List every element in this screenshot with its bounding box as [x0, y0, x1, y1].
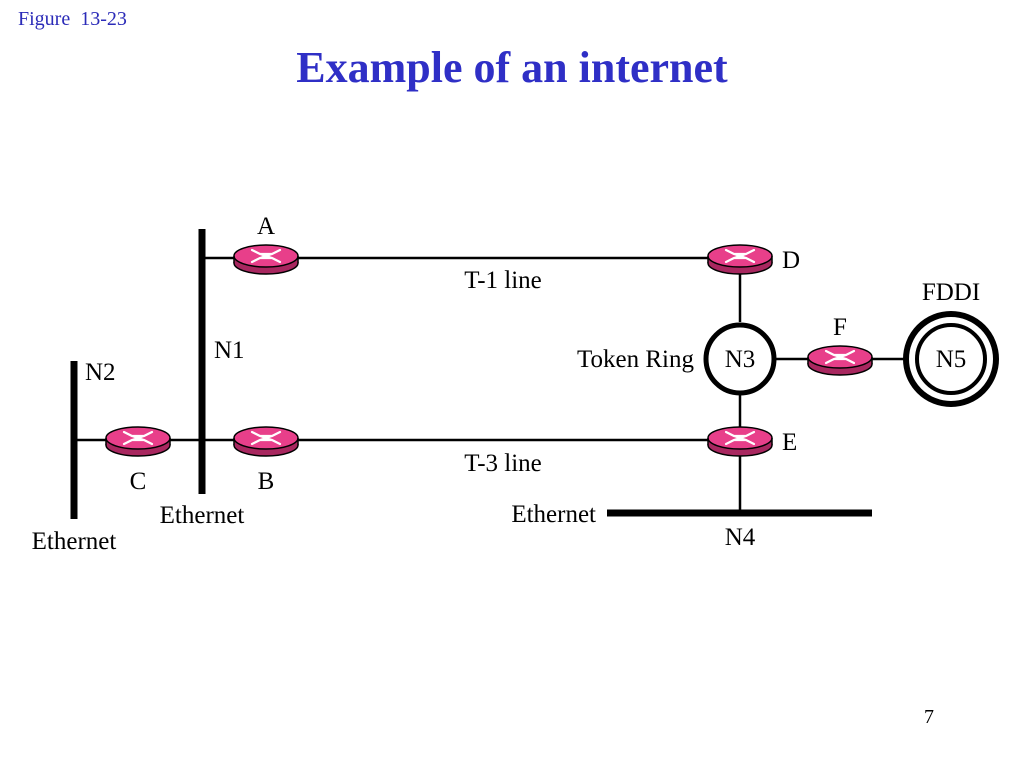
fddi-ring-n5	[903, 311, 999, 407]
network-n2-label: N2	[85, 359, 116, 386]
network-n3-label: N3	[725, 346, 756, 373]
page-title: Example of an internet	[296, 43, 728, 92]
network-n2-type: Ethernet	[32, 528, 117, 555]
t1-line-label: T-1 line	[464, 267, 542, 294]
network-n3-type: Token Ring	[577, 346, 694, 373]
router-c	[104, 425, 172, 458]
network-n5-label: N5	[936, 346, 967, 373]
router-e	[706, 425, 774, 458]
page-number: 7	[924, 706, 934, 728]
network-n1-label: N1	[214, 337, 245, 364]
token-ring-n3	[703, 322, 777, 396]
network-n4-type: Ethernet	[511, 501, 596, 528]
router-a	[232, 243, 300, 276]
t3-line-label: T-3 line	[464, 450, 542, 477]
router-b	[232, 425, 300, 458]
router-d-label: D	[782, 247, 800, 274]
router-f	[806, 344, 874, 377]
router-c-label: C	[130, 468, 147, 495]
router-b-label: B	[258, 468, 275, 495]
router-a-label: A	[257, 213, 275, 240]
router-d	[706, 243, 774, 276]
figure-label: Figure 13-23	[18, 8, 127, 30]
network-n1-type: Ethernet	[160, 502, 245, 529]
network-n4-label: N4	[725, 524, 756, 551]
router-e-label: E	[782, 429, 797, 456]
router-f-label: F	[833, 314, 847, 341]
network-n5-type: FDDI	[922, 279, 980, 306]
